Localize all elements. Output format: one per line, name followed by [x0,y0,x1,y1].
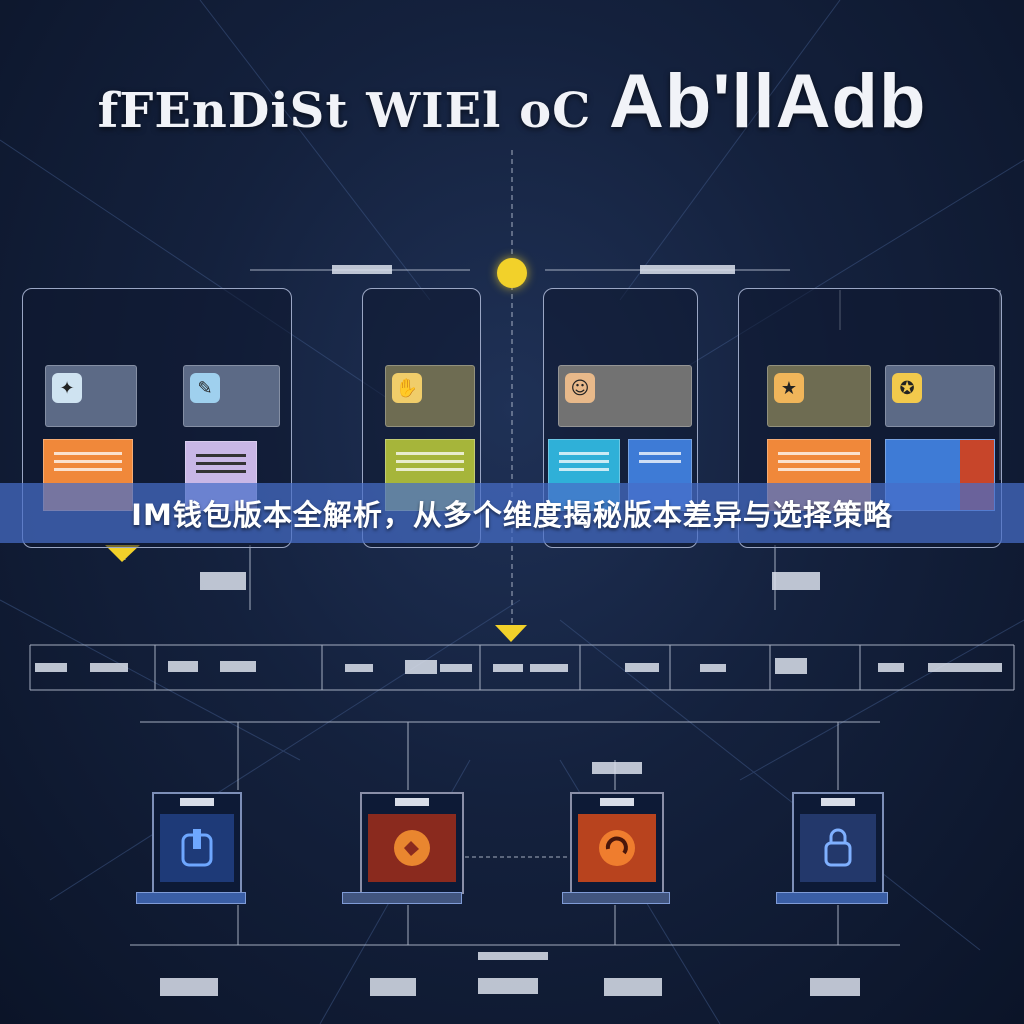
caption-banner: IM钱包版本全解析，从多个维度揭秘版本差异与选择策略 [0,483,1024,543]
hero-title: fFEnDiSt WIEl oC Ab'llAdb [0,58,1024,145]
hero-title-big: Ab'llAdb [609,59,927,144]
card-1-tile-a: ✦ [45,365,137,427]
card-2-tile-a: ✋ [385,365,475,427]
hand-icon: ✋ [392,373,422,403]
face-icon: ☺ [565,373,595,403]
device-1 [152,792,242,894]
hero-title-prefix: fFEnDiSt WIEl oC [97,83,592,139]
card-4-tile-b: ✪ [885,365,995,427]
wallet-icon [181,829,213,867]
device-4-base [776,892,888,904]
pen-icon: ✎ [190,373,220,403]
yellow-node [497,258,527,288]
card-4-tile-a: ★ [767,365,871,427]
shield-icon [394,830,430,866]
lock-icon [824,828,852,867]
cat-icon: ★ [774,373,804,403]
device-4 [792,792,884,894]
device-2 [360,792,464,894]
bird-icon: ✦ [52,373,82,403]
device-2-base [342,892,462,904]
card-1-tile-b: ✎ [183,365,280,427]
card-3-tile-a: ☺ [558,365,692,427]
star-icon: ✪ [892,373,922,403]
refresh-icon [599,830,635,866]
device-3 [570,792,664,894]
banner-text: IM钱包版本全解析，从多个维度揭秘版本差异与选择策略 [131,498,893,532]
device-3-base [562,892,670,904]
device-1-base [136,892,246,904]
